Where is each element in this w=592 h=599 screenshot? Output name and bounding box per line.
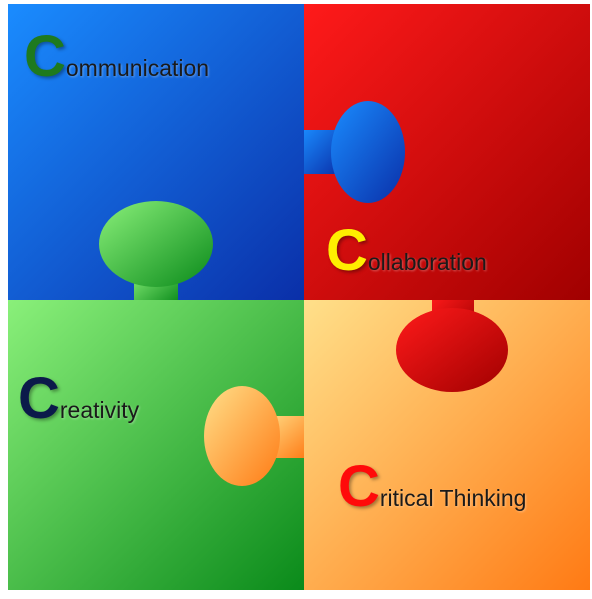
critical-thinking-text: ritical Thinking (379, 485, 527, 511)
orange-tab (204, 386, 304, 486)
communication-text: ommunication (65, 55, 210, 81)
collaboration-text: ollaboration (367, 249, 487, 275)
creativity-label: Creativity (18, 370, 139, 428)
critical-thinking-label: Critical Thinking (338, 458, 526, 516)
blue-tab (304, 101, 405, 203)
red-tab (396, 300, 508, 392)
green-tab (99, 201, 213, 300)
communication-initial: C (24, 24, 66, 89)
collaboration-label: Collaboration (326, 222, 487, 280)
collaboration-initial: C (326, 218, 368, 283)
critical-thinking-initial: C (338, 454, 380, 519)
creativity-text: reativity (59, 397, 140, 423)
creativity-initial: C (18, 366, 60, 431)
communication-label: Communication (24, 28, 209, 86)
